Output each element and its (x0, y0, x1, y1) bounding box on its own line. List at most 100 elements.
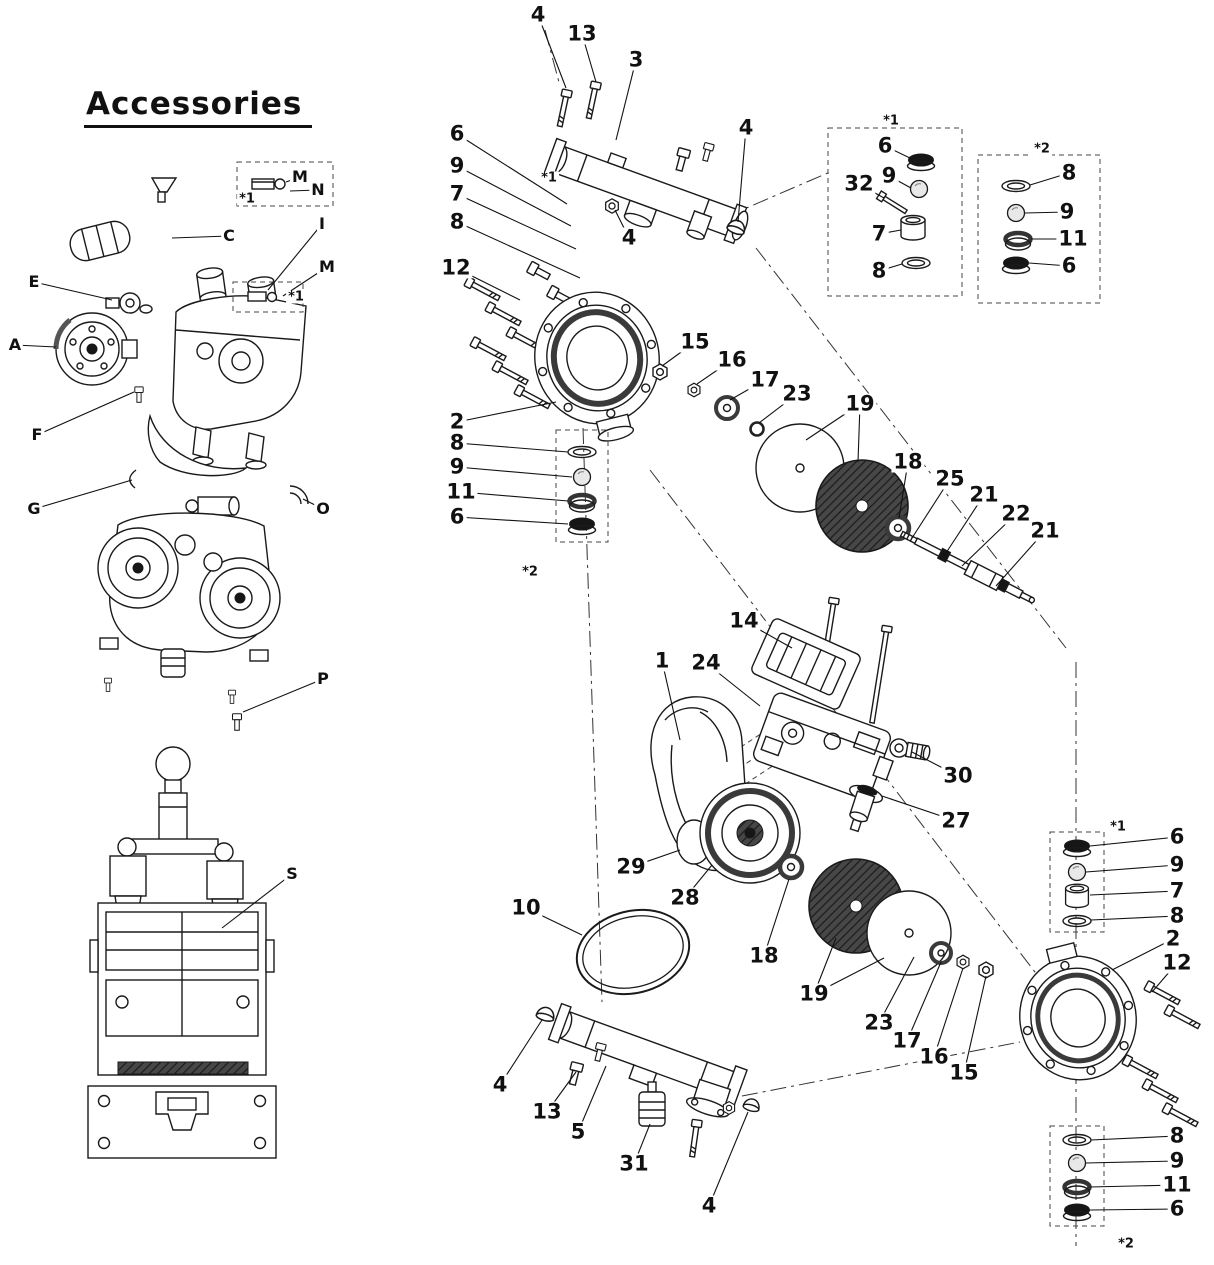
leader-line (758, 393, 798, 424)
valve-seat (570, 495, 595, 512)
leader-line (911, 478, 951, 539)
leader-line (499, 1019, 543, 1086)
leader-line (633, 1123, 651, 1165)
fluid-cover-right (1019, 941, 1202, 1130)
set-screw (875, 190, 909, 215)
o-ring (1062, 1133, 1092, 1147)
leader-line (1089, 890, 1178, 896)
valve-guide (1001, 256, 1031, 275)
bolt-p (231, 713, 243, 731)
leader-line (456, 516, 569, 525)
leader-line (813, 957, 885, 995)
leader-line (1029, 172, 1070, 186)
air-motor-a (53, 312, 138, 386)
valve-ball (1067, 1153, 1087, 1173)
fitting-mn (251, 178, 286, 190)
leader-line (14, 344, 57, 348)
leader-line (995, 530, 1046, 587)
center-shaft (899, 530, 1036, 604)
cap-nut (741, 1096, 762, 1114)
leader-line (881, 795, 957, 822)
leader-line (684, 864, 713, 899)
detail-box-2 (977, 154, 1101, 304)
leader-line (878, 263, 903, 272)
o-ring (567, 445, 597, 459)
leader-line (884, 145, 913, 160)
valve-ball (1006, 203, 1026, 223)
leader-line (456, 466, 573, 478)
diaphragm-washer (777, 853, 805, 881)
screw-f (134, 386, 144, 403)
leader-line (33, 281, 113, 301)
leader-line (1111, 938, 1174, 971)
leader-line (460, 491, 569, 502)
leader-line (1024, 211, 1068, 214)
leader-line (943, 494, 985, 557)
leader-line (661, 660, 681, 741)
diaphragm-set-right (808, 858, 994, 979)
valve-ball (909, 179, 929, 199)
leader-line (963, 975, 987, 1074)
elbow-o (289, 485, 309, 505)
washer (714, 395, 740, 421)
leader-line (171, 235, 230, 239)
leader-line (911, 751, 959, 777)
hex-nut (605, 198, 619, 214)
leader-line (1090, 1135, 1178, 1141)
leader-line (285, 176, 301, 183)
valve-seat-cup (1064, 883, 1090, 909)
leader-line (267, 223, 323, 291)
leader-line (813, 937, 837, 995)
manifold-screw (699, 141, 715, 163)
leader-line (456, 193, 577, 250)
hex-nut (687, 382, 701, 398)
check-valve-stack-right-bottom (1049, 1125, 1105, 1227)
valve-seat-cup (900, 214, 926, 241)
leader-line (36, 391, 135, 436)
leader-line (1085, 864, 1178, 873)
detail-box-1 (827, 127, 963, 297)
leader-line (581, 33, 597, 83)
valve-guide (1062, 1203, 1092, 1222)
leader-line (630, 849, 681, 868)
valve-seat (1006, 233, 1031, 250)
leader-line (1089, 836, 1178, 847)
accessories-assembly-2 (97, 485, 309, 731)
leader-line (302, 498, 324, 510)
valve-guide (1062, 839, 1092, 858)
hex-nut (978, 961, 994, 979)
leader-line (456, 401, 557, 423)
page-title: Accessories (84, 86, 313, 128)
check-valve-stack-left (555, 429, 609, 543)
leader-line (737, 127, 747, 223)
leader-lines (14, 14, 1178, 1211)
leader-line (878, 229, 902, 235)
valve-guide (567, 517, 597, 536)
leader-line (456, 221, 581, 279)
leader-line (1090, 915, 1178, 921)
leader-line (888, 175, 912, 189)
leader-line (33, 479, 133, 510)
center-body (752, 692, 894, 800)
air-valve (848, 784, 884, 833)
valve-guide (906, 153, 936, 172)
leader-line (456, 442, 569, 453)
assembled-pump (87, 746, 277, 1159)
small-o-ring (749, 421, 765, 437)
leader-line (456, 165, 572, 227)
o-ring (1062, 914, 1092, 928)
hex-nut (956, 954, 970, 970)
valve-seat (1065, 1181, 1090, 1198)
leader-line (878, 956, 915, 1024)
diaphragm-assembly (676, 782, 805, 884)
manifold-screw (672, 146, 692, 173)
muffler (638, 1081, 666, 1127)
leader-line (546, 1071, 577, 1113)
leader-line (577, 1065, 607, 1133)
shaft-parts-row (652, 363, 912, 553)
leader-line (615, 59, 637, 141)
leader-line (1089, 1208, 1178, 1211)
accessories-exploded (53, 161, 334, 489)
elbow-fitting (889, 738, 931, 761)
